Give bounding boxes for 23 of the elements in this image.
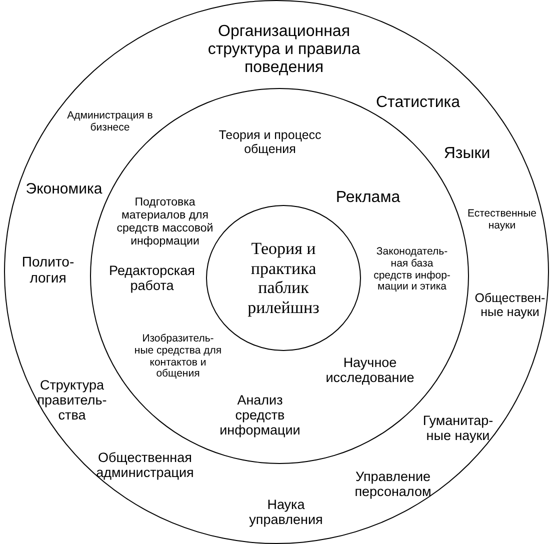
topic-label: Управление персоналом — [354, 468, 432, 500]
topic-label: Естественные науки — [466, 208, 538, 232]
topic-label: Гуманитар- ные науки — [422, 412, 494, 444]
topic-label: Изобразитель- ные средства для контактов и общения — [133, 334, 223, 380]
topic-label: Администрация в бизнесе — [66, 110, 154, 134]
topic-label: Организационная структура и правила поведения — [206, 23, 362, 77]
topic-label: Реклама — [334, 189, 402, 207]
topic-label: Научное исследование — [324, 354, 416, 386]
topic-label: Законодатель- ная база средств инфор- мации и этика — [372, 246, 452, 294]
topic-label: Экономика — [24, 182, 104, 198]
topic-label: Общественная администрация — [95, 450, 195, 480]
topic-label: Наука управления — [248, 496, 324, 528]
topic-label: Подготовка материалов для средств массовой информации — [116, 196, 214, 248]
topic-label: Обществен- ные науки — [474, 291, 546, 319]
topic-label: Структура правитель- ства — [36, 377, 108, 423]
topic-label: Теория и процесс общения — [218, 128, 322, 156]
topic-label: Языки — [442, 145, 492, 163]
center-topic-label: Теория и практика паблик рилейшнз — [246, 238, 320, 318]
outer-ring-circle — [4, 0, 549, 544]
topic-label: Полито- логия — [20, 254, 76, 286]
topic-label: Анализ средств информации — [218, 392, 302, 438]
topic-label: Статистика — [374, 94, 462, 112]
topic-label: Редакторская работа — [108, 262, 196, 294]
